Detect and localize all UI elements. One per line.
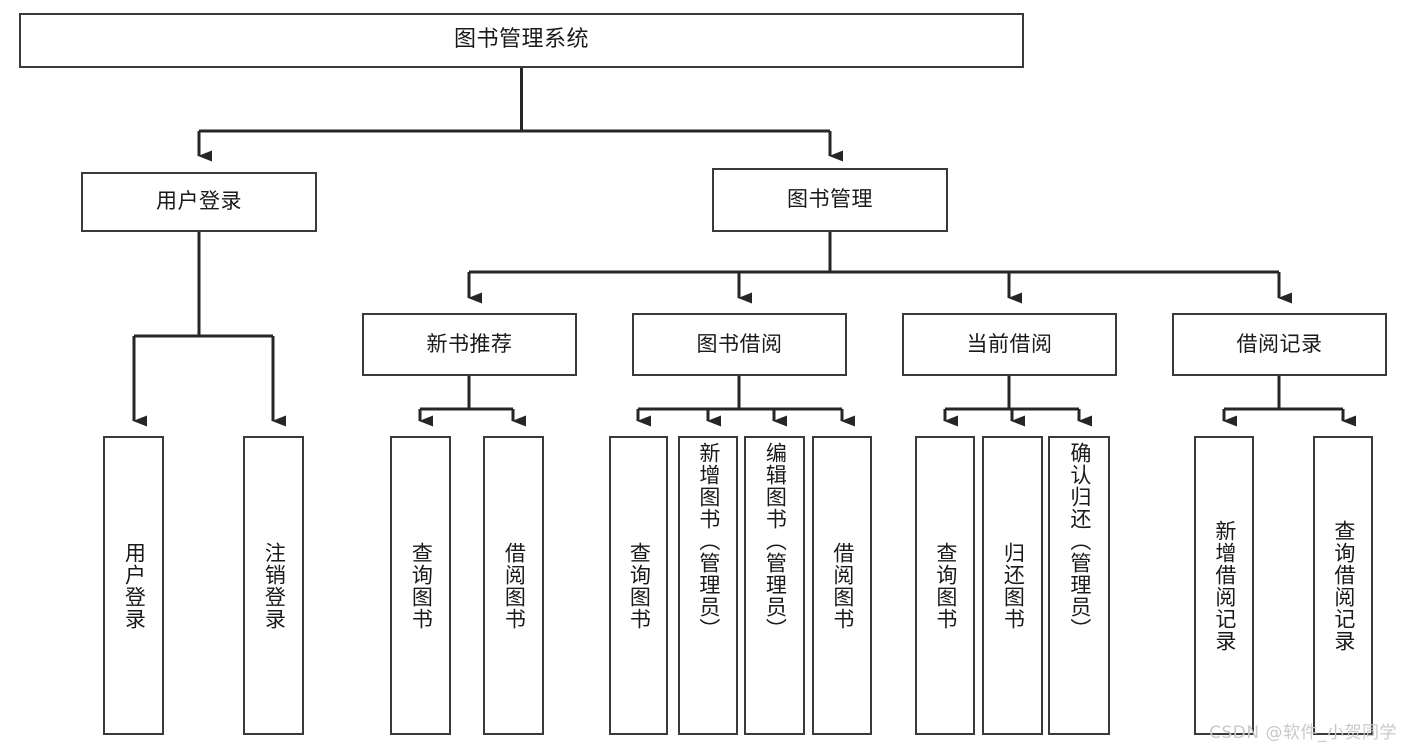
node-label: 归还图书 xyxy=(1001,541,1026,630)
node-label: 借阅图书 xyxy=(830,541,855,630)
node-label: 图书借阅 xyxy=(696,331,783,356)
node-label: 借阅图书 xyxy=(502,541,527,630)
node-label: 注销登录 xyxy=(262,541,287,630)
node-label: 图书管理系统 xyxy=(453,27,589,53)
leaf-add-borrow-record[interactable]: 新增借阅记录 xyxy=(1194,436,1254,735)
node-label: 当前借阅 xyxy=(966,331,1053,356)
node-label: 查询借阅记录 xyxy=(1331,519,1356,652)
node-label: 图书管理 xyxy=(787,187,873,212)
leaf-edit-book-admin[interactable]: 编辑图书（管理员） xyxy=(744,436,805,735)
node-label: 新增图书（管理员） xyxy=(696,442,721,640)
node-label: 查询图书 xyxy=(409,541,434,630)
node-label: 查询图书 xyxy=(933,541,958,630)
node-label: 新书推荐 xyxy=(426,331,513,356)
leaf-query-borrow-record[interactable]: 查询借阅记录 xyxy=(1313,436,1373,735)
leaf-borrow-book[interactable]: 借阅图书 xyxy=(812,436,872,735)
node-label: 查询图书 xyxy=(627,541,652,630)
node-borrowing-records[interactable]: 借阅记录 xyxy=(1172,313,1387,376)
leaf-confirm-return-admin[interactable]: 确认归还（管理员） xyxy=(1048,436,1110,735)
node-current-borrowing[interactable]: 当前借阅 xyxy=(902,313,1117,376)
leaf-borrow-book-new[interactable]: 借阅图书 xyxy=(483,436,544,735)
node-label: 用户登录 xyxy=(156,189,242,214)
node-book-management[interactable]: 图书管理 xyxy=(712,168,948,232)
node-new-book-recommendation[interactable]: 新书推荐 xyxy=(362,313,577,376)
node-label: 用户登录 xyxy=(122,541,147,630)
leaf-logout[interactable]: 注销登录 xyxy=(243,436,304,735)
node-label: 新增借阅记录 xyxy=(1212,519,1237,652)
node-label: 借阅记录 xyxy=(1236,331,1323,356)
leaf-query-book-current[interactable]: 查询图书 xyxy=(915,436,975,735)
leaf-query-book-borrow[interactable]: 查询图书 xyxy=(609,436,668,735)
node-root-book-management-system[interactable]: 图书管理系统 xyxy=(19,13,1024,68)
leaf-user-login[interactable]: 用户登录 xyxy=(103,436,164,735)
leaf-query-book-new[interactable]: 查询图书 xyxy=(390,436,451,735)
leaf-return-book[interactable]: 归还图书 xyxy=(982,436,1043,735)
node-user-login[interactable]: 用户登录 xyxy=(81,172,317,232)
node-label: 编辑图书（管理员） xyxy=(763,442,788,640)
node-label: 确认归还（管理员） xyxy=(1067,442,1092,640)
leaf-add-book-admin[interactable]: 新增图书（管理员） xyxy=(678,436,738,735)
node-book-borrowing[interactable]: 图书借阅 xyxy=(632,313,847,376)
